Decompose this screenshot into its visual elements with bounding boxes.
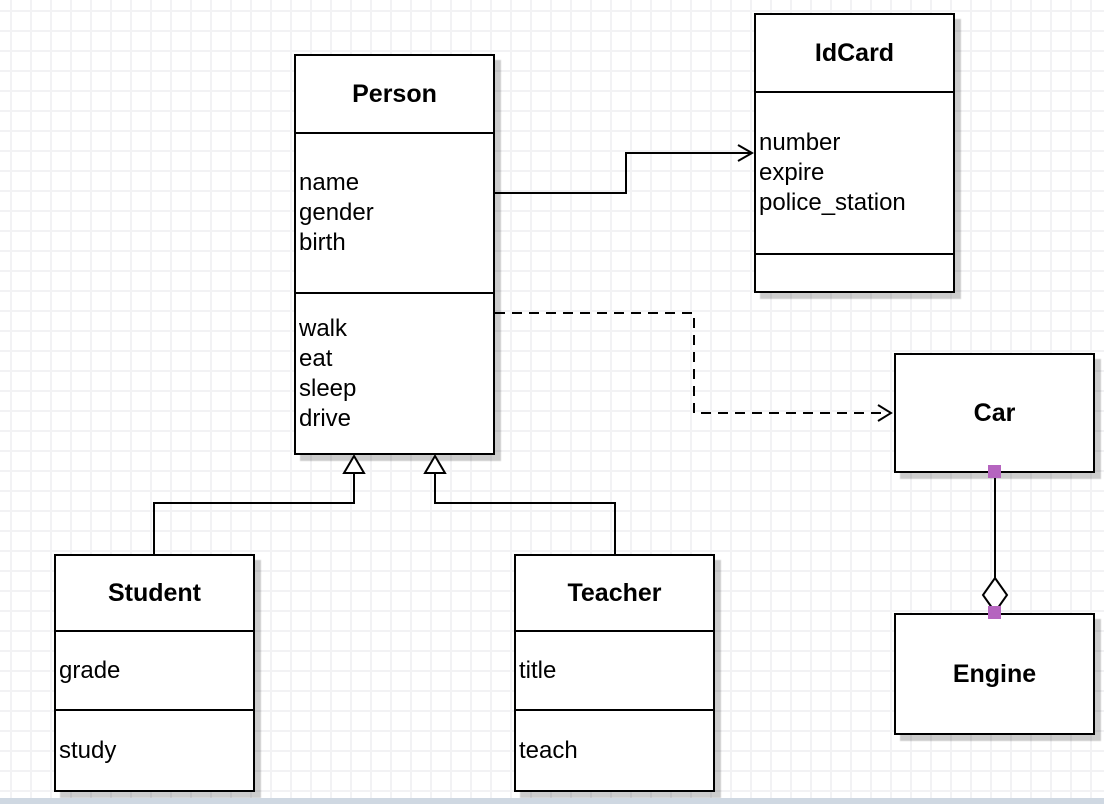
class-person-methods: walk eat sleep drive — [296, 294, 493, 453]
method: study — [59, 736, 117, 764]
class-student[interactable]: Student grade study — [54, 554, 255, 792]
class-engine[interactable]: Engine — [894, 613, 1095, 735]
hollow-triangle-icon — [423, 454, 447, 474]
class-idcard-methods — [756, 255, 953, 291]
attribute: gender — [299, 199, 374, 226]
class-teacher-methods: teach — [516, 711, 713, 790]
class-idcard[interactable]: IdCard number expire police_station — [754, 13, 955, 293]
method: sleep — [299, 374, 357, 402]
method: drive — [299, 404, 352, 432]
attribute: title — [519, 656, 557, 684]
open-arrowhead-icon — [877, 404, 893, 422]
class-car[interactable]: Car — [894, 353, 1095, 473]
class-person[interactable]: Person name gender birth walk eat sleep … — [294, 54, 495, 455]
edge-aggregation-car-engine[interactable] — [981, 465, 1009, 619]
hollow-triangle-icon — [342, 454, 366, 474]
attribute: name — [299, 169, 360, 196]
class-idcard-attributes: number expire police_station — [756, 93, 953, 255]
attribute: grade — [59, 656, 121, 684]
class-person-title: Person — [296, 56, 493, 134]
class-student-title: Student — [56, 556, 253, 632]
class-teacher-attributes: title — [516, 632, 713, 711]
edge-generalization-teacher-person[interactable] — [423, 454, 616, 554]
page-edge-band — [0, 798, 1104, 804]
open-arrowhead-icon — [737, 144, 755, 162]
class-student-attributes: grade — [56, 632, 253, 711]
attribute: police_station — [759, 189, 906, 216]
edge-generalization-student-person[interactable] — [153, 454, 366, 554]
attribute: expire — [759, 159, 825, 186]
method: walk — [299, 314, 348, 342]
method: eat — [299, 344, 333, 372]
method: teach — [519, 736, 578, 764]
class-student-methods: study — [56, 711, 253, 790]
edge-association-person-idcard[interactable] — [495, 144, 755, 194]
attribute: number — [759, 129, 841, 156]
class-car-title: Car — [973, 398, 1016, 427]
class-teacher-title: Teacher — [516, 556, 713, 632]
class-teacher[interactable]: Teacher title teach — [514, 554, 715, 792]
attribute: birth — [299, 229, 346, 256]
class-person-attributes: name gender birth — [296, 134, 493, 294]
edge-dependency-person-car[interactable] — [495, 312, 893, 422]
class-idcard-title: IdCard — [756, 15, 953, 93]
class-engine-title: Engine — [952, 659, 1037, 688]
